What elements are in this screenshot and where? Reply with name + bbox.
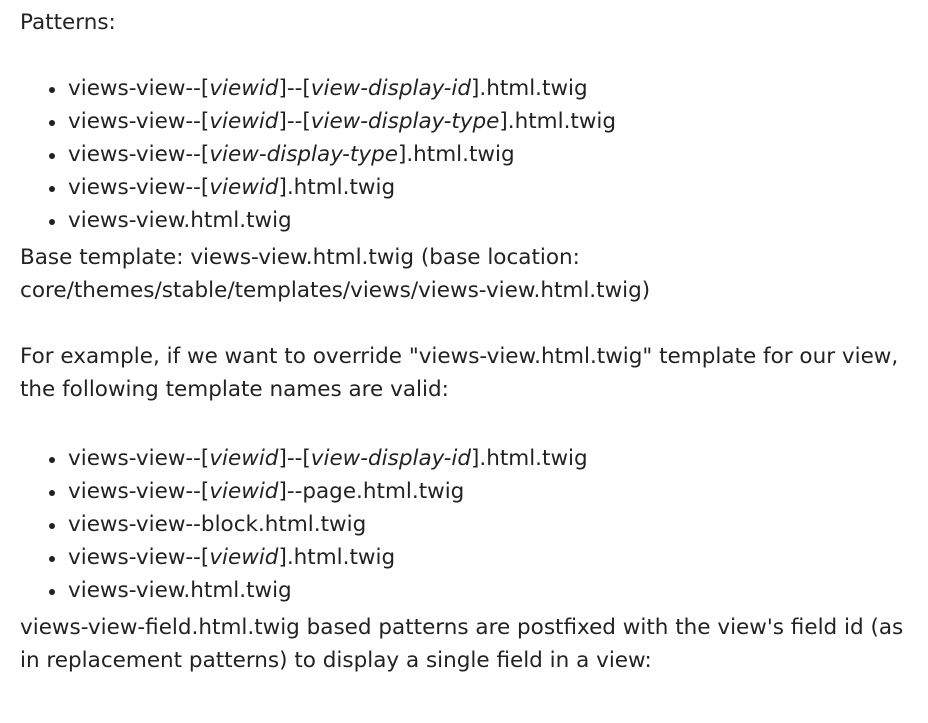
blank-line [20,409,920,442]
base-template-text: Base template: views-view.html.twig (bas… [20,245,651,303]
patterns-heading: Patterns: [20,10,116,35]
list-item: views-view--[viewid]--[view-display-id].… [49,442,920,475]
list-item: views-view.html.twig [49,574,920,607]
list-item: views-view--[viewid]--page.html.twig [49,475,920,508]
list-item: views-view.html.twig [49,204,920,237]
list-item: views-view--[view-display-type].html.twi… [49,138,920,171]
example-text: For example, if we want to override "vie… [20,344,899,402]
list-item: views-view--[viewid]--[view-display-id].… [49,72,920,105]
list-item: views-view--[viewid]--[view-display-type… [49,105,920,138]
list-item: views-view--[viewid].html.twig [49,541,920,574]
example-list: views-view--[viewid]--[view-display-id].… [20,442,920,607]
patterns-list: views-view--[viewid]--[view-display-id].… [20,72,920,237]
list-item: views-view--[viewid].html.twig [49,171,920,204]
field-pattern-text: views-view-field.html.twig based pattern… [20,615,904,673]
blank-line [20,307,920,340]
document-content: Patterns: views-view--[viewid]--[view-di… [20,6,920,677]
list-item: views-view--block.html.twig [49,508,920,541]
blank-line [20,39,920,72]
